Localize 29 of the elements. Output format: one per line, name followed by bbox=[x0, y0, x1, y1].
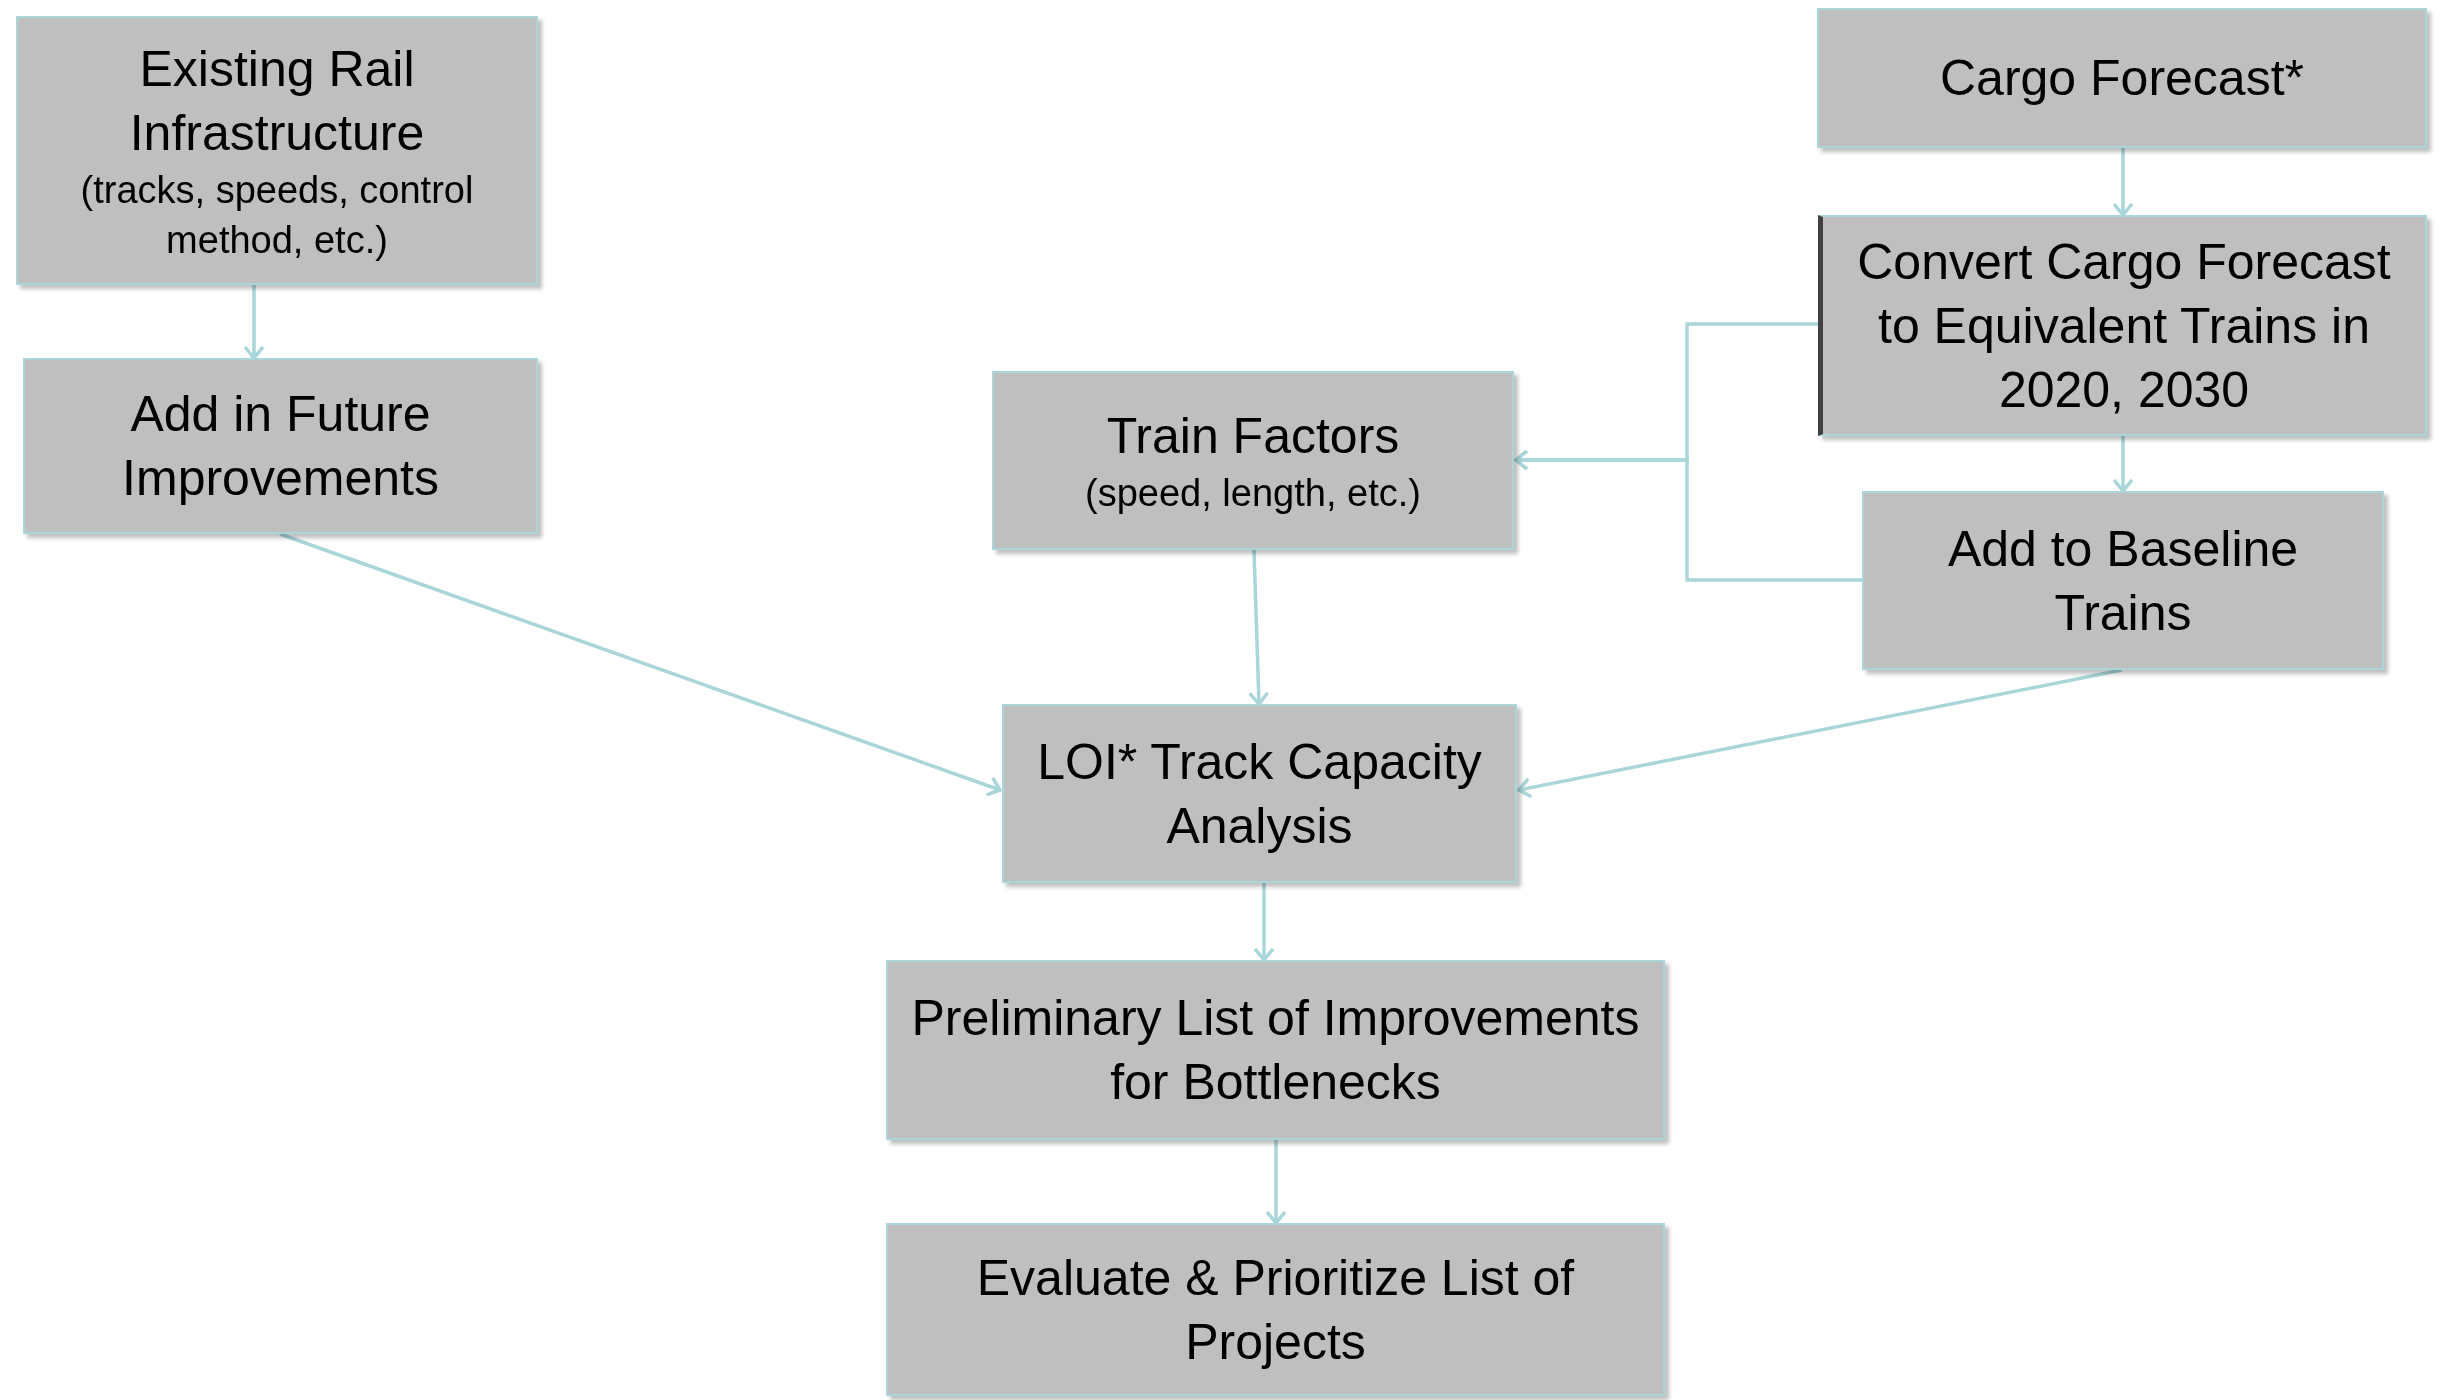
box-label: Add to Baseline Trains bbox=[1946, 519, 2300, 643]
box-label: Existing Rail Infrastructure bbox=[128, 39, 426, 163]
process-box bbox=[16, 16, 538, 285]
box-label: Cargo Forecast* bbox=[1939, 49, 2304, 108]
box-subtitle: (speed, length, etc.) bbox=[1085, 470, 1421, 516]
process-box bbox=[1817, 8, 2427, 148]
arrow bbox=[279, 532, 1002, 797]
box-label: Add in Future Improvements bbox=[121, 385, 440, 508]
process-box bbox=[1862, 491, 2384, 670]
box-label: Train Factors bbox=[1106, 406, 1400, 466]
arrow bbox=[243, 285, 265, 360]
box-label: Preliminary List of Improvements for Bottlenecks bbox=[910, 989, 1641, 1112]
process-box bbox=[1002, 704, 1517, 883]
arrow bbox=[2112, 436, 2134, 493]
box-label: Convert Cargo Forecast to Equivalent Trains in 2020, 2030 bbox=[1856, 232, 2392, 420]
arrow bbox=[1253, 883, 1275, 962]
process-box bbox=[886, 1223, 1665, 1396]
process-box bbox=[886, 960, 1665, 1140]
arrow bbox=[2112, 148, 2134, 217]
box-label: LOI* Track Capacity Analysis bbox=[1036, 732, 1483, 856]
box-label: Evaluate & Prioritize List of Projects bbox=[975, 1248, 1576, 1372]
box-subtitle: (tracks, speeds, control method, etc.) bbox=[79, 167, 475, 263]
process-box bbox=[1818, 215, 2427, 436]
arrow bbox=[1265, 1140, 1287, 1225]
process-box bbox=[23, 358, 538, 534]
process-box bbox=[992, 371, 1514, 550]
arrow bbox=[1514, 449, 1862, 582]
arrow bbox=[1517, 668, 2123, 799]
arrow bbox=[1247, 549, 1270, 706]
